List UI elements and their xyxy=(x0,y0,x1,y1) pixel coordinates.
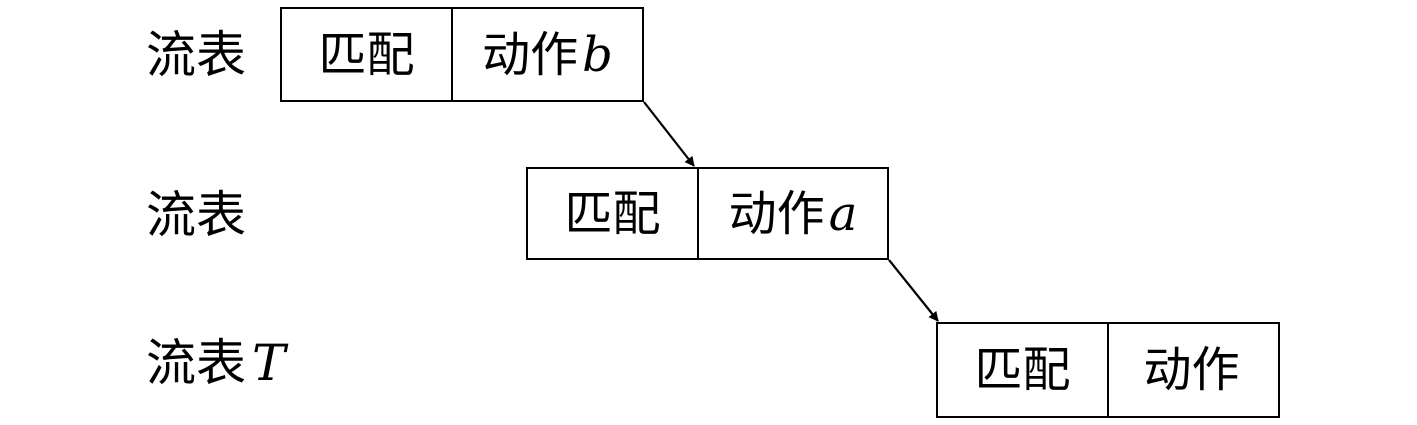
action-cell: 动作 xyxy=(1109,324,1278,416)
action-var: a xyxy=(828,185,858,242)
action-label: 动作 xyxy=(728,185,825,242)
match-cell: 匹配 xyxy=(938,324,1109,416)
flow-table-var: T xyxy=(252,334,286,392)
action-var: b xyxy=(582,26,613,83)
match-label: 匹配 xyxy=(564,185,661,242)
flow-table-label-text: 流表 xyxy=(146,334,246,392)
flow-table-label-1: 流表 xyxy=(146,30,252,80)
match-label: 匹配 xyxy=(974,342,1071,398)
action-label: 动作 xyxy=(482,26,579,83)
flow-table-label-2: 流表 xyxy=(146,190,252,240)
arrow-2-to-3 xyxy=(888,259,939,322)
flow-table-label-text: 流表 xyxy=(146,26,246,84)
match-label: 匹配 xyxy=(318,26,415,83)
action-label: 动作 xyxy=(1143,342,1240,398)
flow-entry-3: 匹配 动作 xyxy=(936,322,1280,418)
match-cell: 匹配 xyxy=(528,169,699,258)
flow-table-label-text: 流表 xyxy=(146,186,246,244)
match-cell: 匹配 xyxy=(282,9,453,100)
arrow-1-to-2 xyxy=(643,101,695,167)
